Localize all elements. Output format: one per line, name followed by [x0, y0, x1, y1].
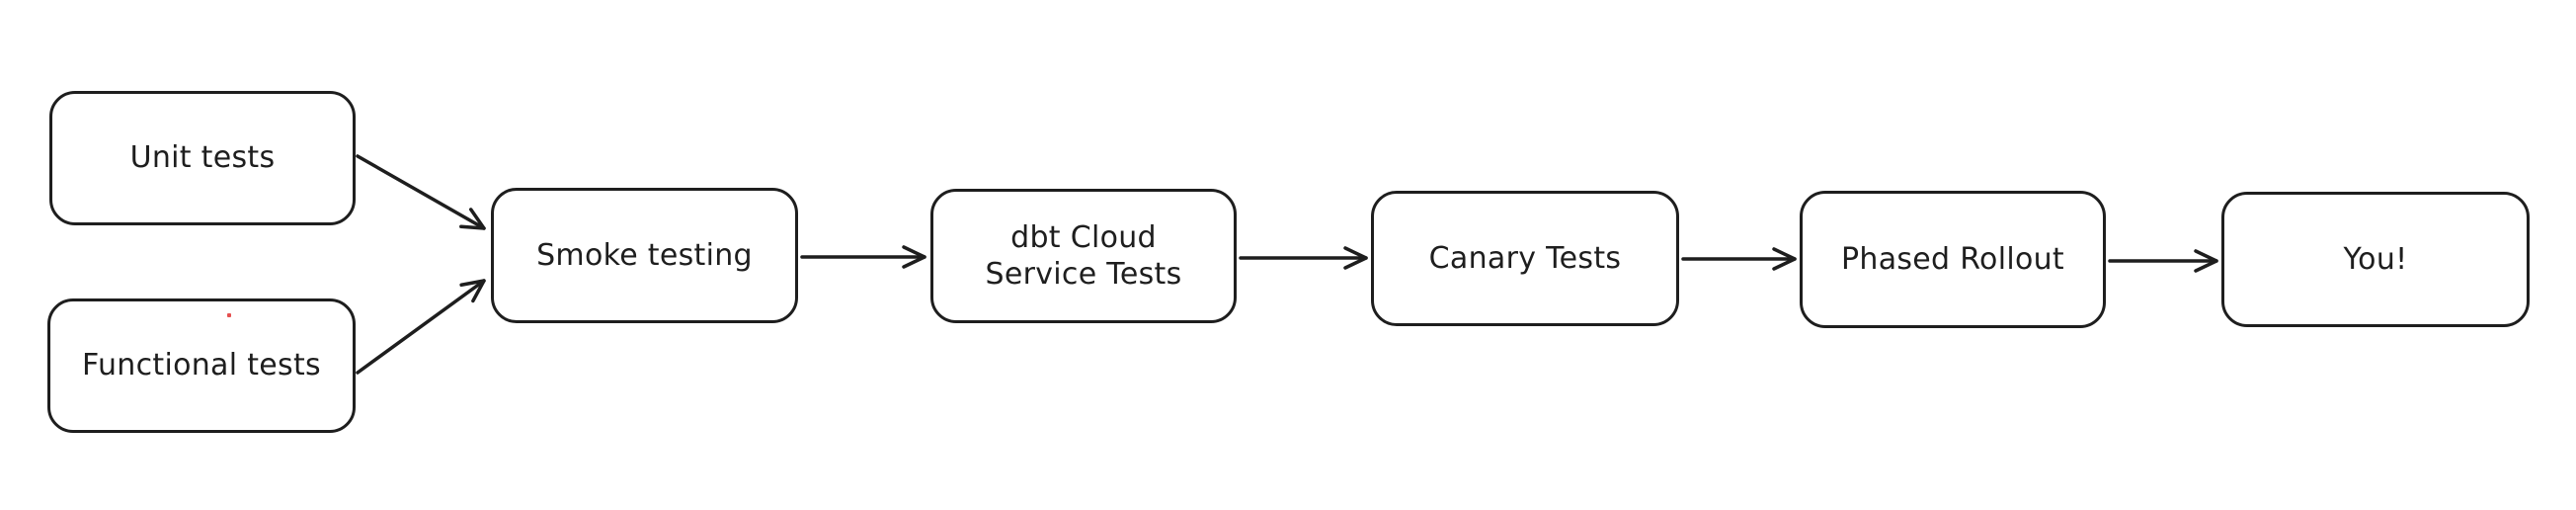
node-canary-tests: Canary Tests — [1371, 191, 1679, 326]
node-smoke-testing: Smoke testing — [491, 188, 798, 323]
node-smoke-testing-label: Smoke testing — [536, 237, 753, 273]
node-dbt-cloud-service-tests-label: dbt Cloud Service Tests — [985, 219, 1182, 293]
node-dbt-cloud-service-tests: dbt Cloud Service Tests — [930, 189, 1237, 323]
edge-functional-tests-to-smoke-testing — [356, 279, 486, 375]
node-you: You! — [2221, 192, 2530, 327]
node-functional-tests-label: Functional tests — [82, 348, 321, 383]
node-functional-tests: Functional tests — [47, 298, 356, 433]
edge-unit-tests-to-smoke-testing — [356, 154, 486, 230]
node-unit-tests: Unit tests — [49, 91, 356, 225]
node-you-label: You! — [2343, 241, 2408, 277]
node-unit-tests-label: Unit tests — [129, 140, 276, 176]
node-phased-rollout: Phased Rollout — [1800, 191, 2106, 328]
node-canary-tests-label: Canary Tests — [1428, 240, 1622, 276]
node-phased-rollout-label: Phased Rollout — [1840, 241, 2064, 277]
stray-red-dot — [227, 313, 231, 317]
